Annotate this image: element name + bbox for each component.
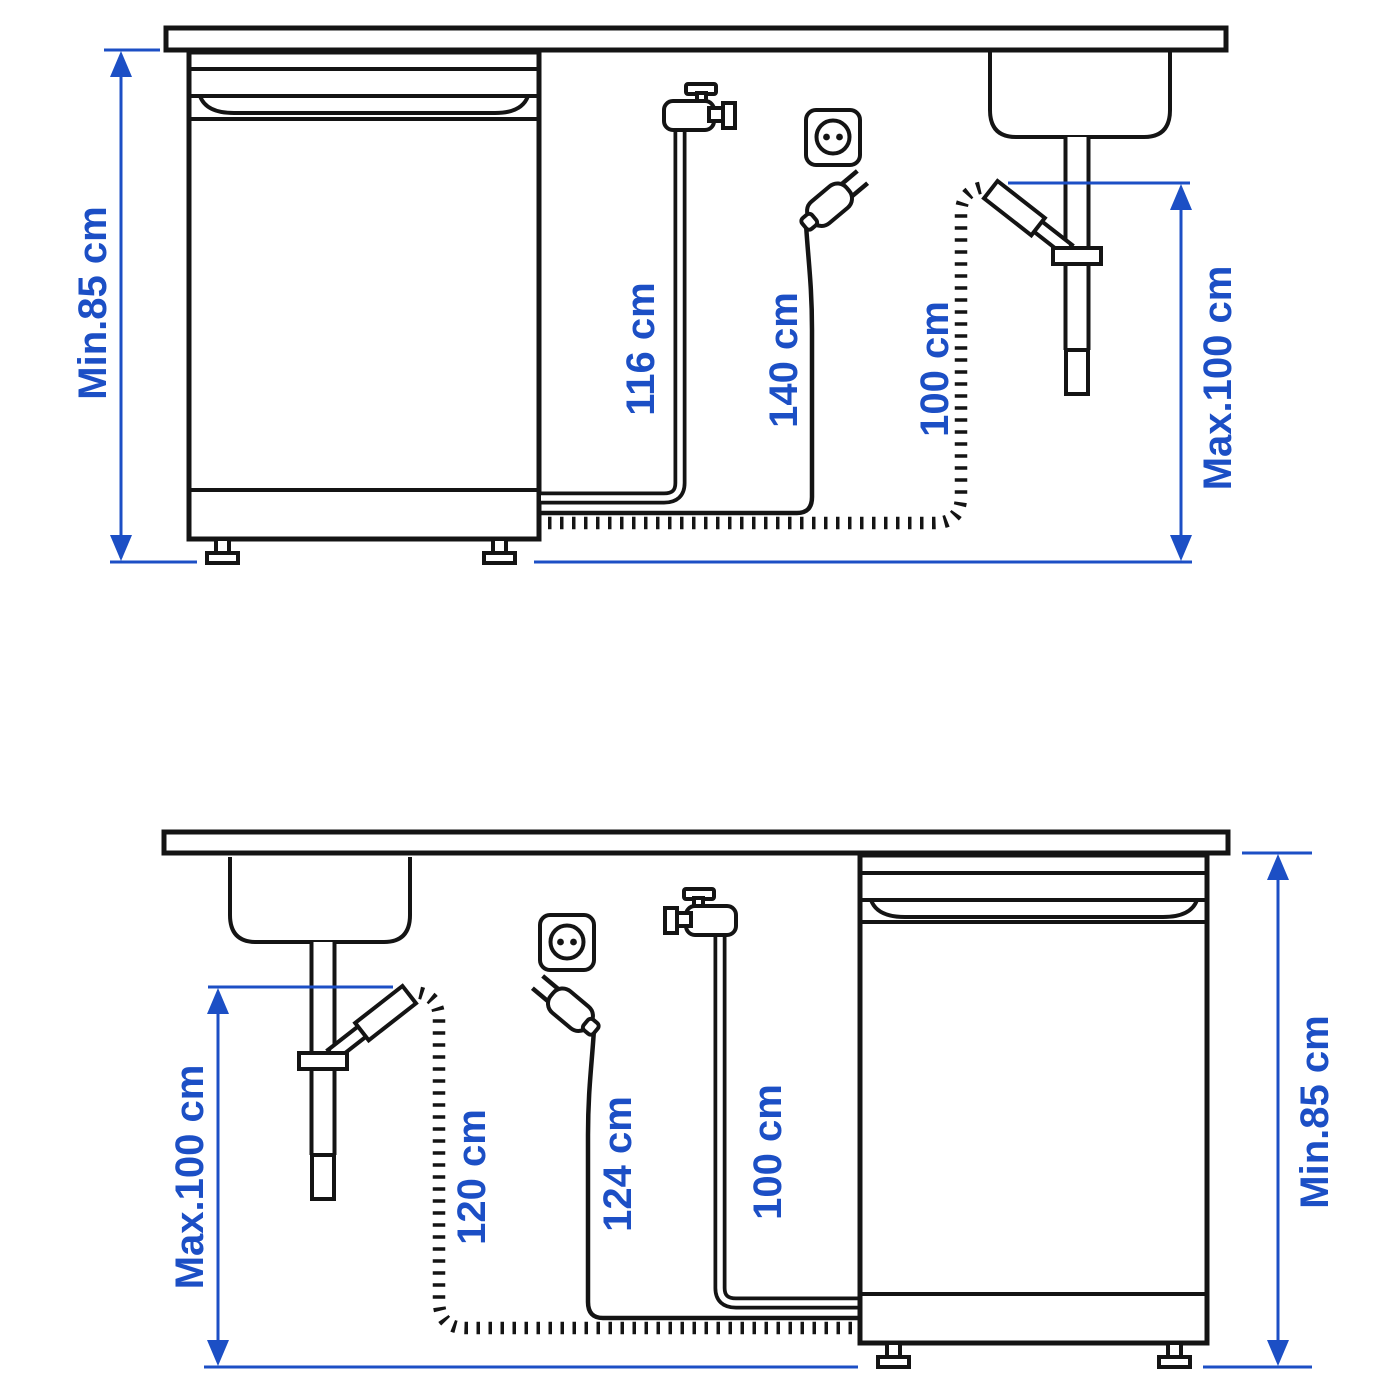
power-cord bbox=[541, 223, 815, 516]
dishwasher bbox=[857, 852, 1210, 1369]
drain-hose-label: 100 cm bbox=[913, 301, 957, 437]
water-supply-assembly bbox=[541, 82, 737, 505]
top-dimensions: Min.85 cm Max.100 cm 116 cm 140 cm 100 c… bbox=[71, 48, 1240, 564]
drain-hose-label: 120 cm bbox=[450, 1109, 494, 1245]
sink-drain-assembly bbox=[548, 52, 1172, 530]
drain-height-label: Max.100 cm bbox=[168, 1065, 212, 1290]
power-assembly bbox=[541, 108, 870, 516]
drain-tailpiece bbox=[1064, 348, 1090, 396]
plug-icon bbox=[799, 169, 870, 232]
sink-basin-icon bbox=[988, 52, 1172, 139]
power-assembly-mirrored bbox=[529, 915, 859, 1318]
outlet-icon bbox=[804, 108, 862, 167]
dishwasher-body bbox=[186, 49, 542, 542]
bottom-diagram: Max.100 cm Min.85 cm 120 cm 124 cm 100 c… bbox=[161, 829, 1337, 1369]
tap-icon bbox=[662, 82, 737, 132]
supply-hose-label: 100 cm bbox=[746, 1084, 790, 1220]
countertop bbox=[163, 25, 1229, 53]
bottom-dimensions: Max.100 cm Min.85 cm 120 cm 124 cm 100 c… bbox=[168, 851, 1337, 1369]
countertop bbox=[161, 829, 1231, 856]
dishwasher-body bbox=[857, 852, 1210, 1346]
height-label: Min.85 cm bbox=[1293, 1015, 1337, 1208]
top-diagram: Min.85 cm Max.100 cm 116 cm 140 cm 100 c… bbox=[71, 25, 1240, 565]
door-handle-recess bbox=[869, 899, 1199, 919]
power-cord-label: 140 cm bbox=[762, 292, 806, 428]
drain-height-label: Max.100 cm bbox=[1196, 266, 1240, 491]
height-label: Min.85 cm bbox=[71, 206, 115, 399]
power-cord-label: 124 cm bbox=[596, 1096, 640, 1232]
supply-hose-label: 116 cm bbox=[619, 282, 663, 415]
door-handle-recess bbox=[198, 95, 530, 115]
drain-trap-icon bbox=[1051, 246, 1103, 266]
dishwasher bbox=[186, 49, 542, 565]
